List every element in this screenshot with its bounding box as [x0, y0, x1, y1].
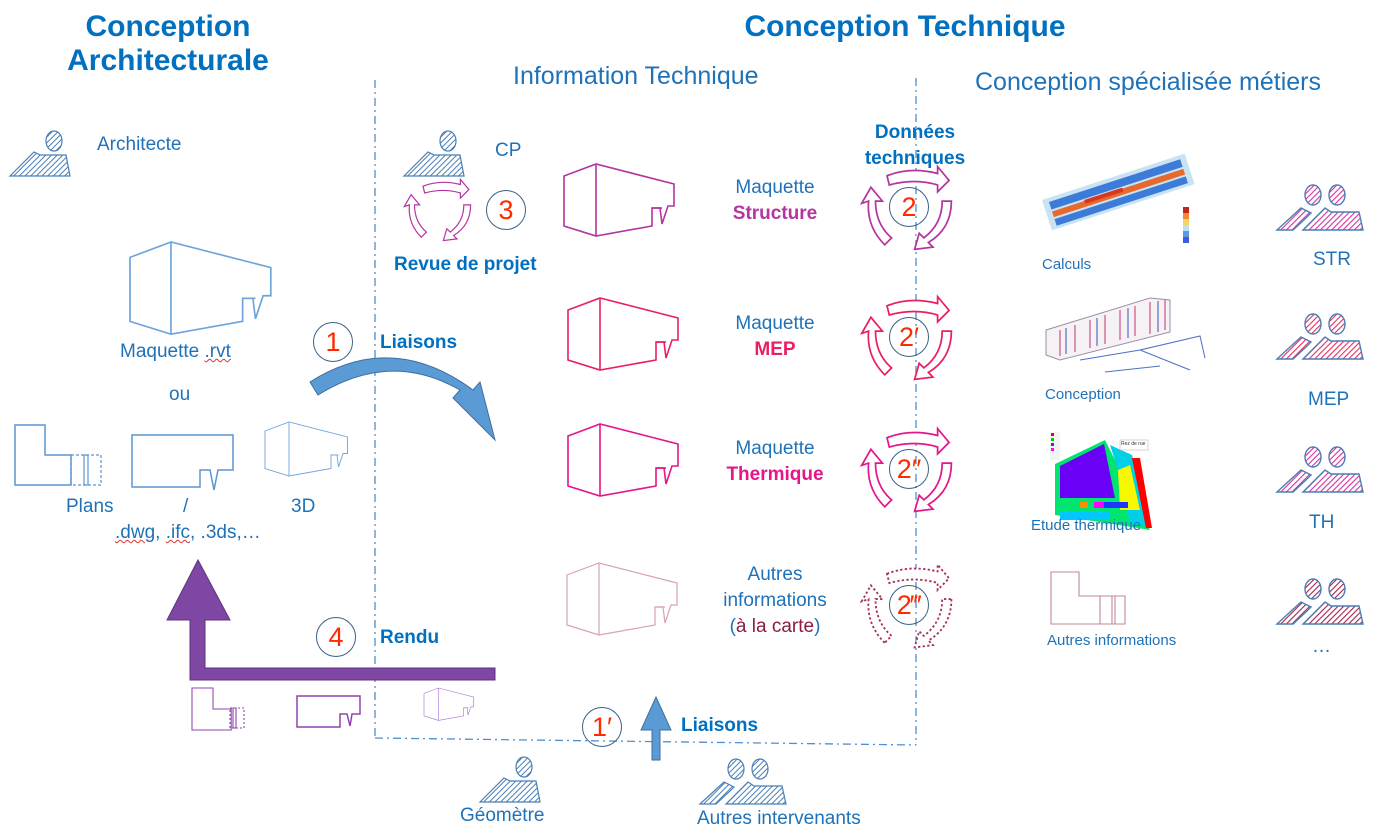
step-3-badge: 3: [486, 190, 526, 230]
team-other-icon: [1276, 578, 1364, 625]
architectural-title-line2: Architecturale: [67, 44, 269, 77]
paren-open: (: [729, 616, 736, 637]
step-1prime-label: Liaisons: [681, 715, 759, 736]
team-th-icon: [1276, 446, 1364, 493]
liaisons-curved-arrow: [309, 357, 496, 442]
slash-label: /: [183, 496, 189, 517]
maquette-mep-label: Maquette MEP: [710, 311, 840, 363]
ou-label: ou: [169, 384, 191, 405]
plans-label: Plans: [66, 496, 114, 517]
etude-thermique-caption: Etude thermique: [1031, 517, 1142, 534]
rendu-section-icon: [296, 695, 361, 728]
rendu-plan-icon: [191, 687, 232, 731]
format-ifc: .ifc: [165, 522, 190, 543]
technical-title: Conception Technique: [744, 10, 1066, 43]
specialised-title: Conception spécialisée métiers: [975, 68, 1322, 96]
thermique-image-label: Rez de rue: [1121, 441, 1146, 447]
autres-informations-caption: Autres informations: [1047, 632, 1177, 649]
donnees-techniques-label: Données techniques: [860, 120, 970, 172]
cp-label: CP: [495, 140, 522, 161]
maquette-thermique-line1: Maquette: [735, 438, 815, 459]
conception-caption: Conception: [1045, 386, 1121, 403]
team-str-label: STR: [1313, 249, 1351, 270]
a-la-carte-text: à la carte: [735, 616, 815, 637]
architecte-label: Architecte: [97, 134, 182, 155]
maquette-mep-line1: Maquette: [735, 313, 815, 334]
maquette-structure-building-icon: [563, 163, 675, 237]
liaisons-up-arrow: [640, 695, 672, 761]
maquette-autres-line1: Autres: [747, 564, 803, 585]
step-1-badge: 1: [313, 322, 353, 362]
step-2second-badge: 2″: [889, 449, 929, 489]
calculs-image: [1042, 153, 1195, 231]
geometre-person-icon: [479, 756, 541, 803]
maquette-structure-line2: Structure: [732, 203, 818, 224]
team-other-label: …: [1312, 636, 1331, 657]
donnees-line2: techniques: [864, 148, 966, 169]
donnees-line1: Données: [874, 122, 956, 143]
info-technique-title: Information Technique: [513, 62, 759, 90]
calculs-legend: [1183, 207, 1189, 243]
format-dwg: .dwg: [115, 522, 156, 543]
thermique-image: [1050, 432, 1152, 530]
maquette-structure-line1: Maquette: [735, 177, 815, 198]
plans-lplan-icon: [14, 424, 72, 486]
geometre-label: Géomètre: [460, 805, 545, 826]
autres-plan-image: [1050, 571, 1126, 625]
maquette-thermique-label: Maquette Thermique: [710, 436, 840, 488]
step-2third-badge: 2‴: [889, 585, 929, 625]
team-str-icon: [1276, 184, 1364, 231]
autres-intervenants-label: Autres intervenants: [697, 808, 861, 829]
maquette-autres-label: Autres informations (à la carte): [705, 562, 845, 640]
step-4-badge: 4: [316, 617, 356, 657]
maquette-mep-line2: MEP: [754, 339, 796, 360]
maquette-rvt-building-icon: [129, 241, 272, 335]
team-mep-icon: [1276, 313, 1364, 360]
maquette-autres-line2: informations: [723, 590, 827, 611]
maquette-thermique-building-icon: [567, 423, 679, 497]
cp-person-icon: [403, 130, 465, 177]
calculs-caption: Calculs: [1042, 256, 1092, 273]
maquette-autres-line3: (à la carte): [705, 614, 845, 640]
maquette-structure-label: Maquette Structure: [710, 175, 840, 227]
architectural-title-line1: Conception: [85, 10, 251, 43]
step-2prime-badge: 2′: [889, 317, 929, 357]
mep-conception-image: [1045, 297, 1206, 373]
maquette-autres-building-icon: [566, 562, 678, 636]
rendu-window-icon: [229, 707, 245, 729]
revue-cycle-icon: [403, 178, 472, 242]
threeD-label: 3D: [291, 496, 316, 517]
boundary-bottom: [374, 737, 917, 746]
step-1prime-badge: 1′: [582, 707, 622, 747]
threeD-building-icon: [264, 421, 348, 477]
maquette-rvt-text: Maquette: [120, 341, 205, 362]
rendu-3d-icon: [423, 687, 474, 721]
team-mep-label: MEP: [1308, 389, 1350, 410]
maquette-mep-building-icon: [567, 297, 679, 371]
maquette-thermique-line2: Thermique: [726, 464, 824, 485]
step-4-label: Rendu: [380, 627, 440, 648]
architectural-title: Conception Architecturale: [48, 10, 288, 78]
formats-label: .dwg, .ifc, .3ds,…: [115, 522, 261, 544]
step-2-badge: 2: [889, 187, 929, 227]
team-th-label: TH: [1309, 512, 1335, 533]
step-1-label: Liaisons: [380, 332, 458, 353]
plans-window-icon: [70, 454, 102, 486]
maquette-rvt-ext: .rvt: [204, 341, 231, 362]
paren-close: ): [814, 616, 821, 637]
architect-person-icon: [9, 130, 71, 177]
format-sep: ,: [155, 522, 166, 543]
rendu-return-arrow: [166, 558, 496, 681]
maquette-rvt-label: Maquette .rvt: [120, 341, 231, 363]
autres-intervenants-person-icon: [699, 758, 787, 805]
plans-section-icon: [131, 434, 234, 491]
format-rest: , .3ds,…: [189, 522, 261, 543]
step-3-label: Revue de projet: [394, 254, 537, 275]
